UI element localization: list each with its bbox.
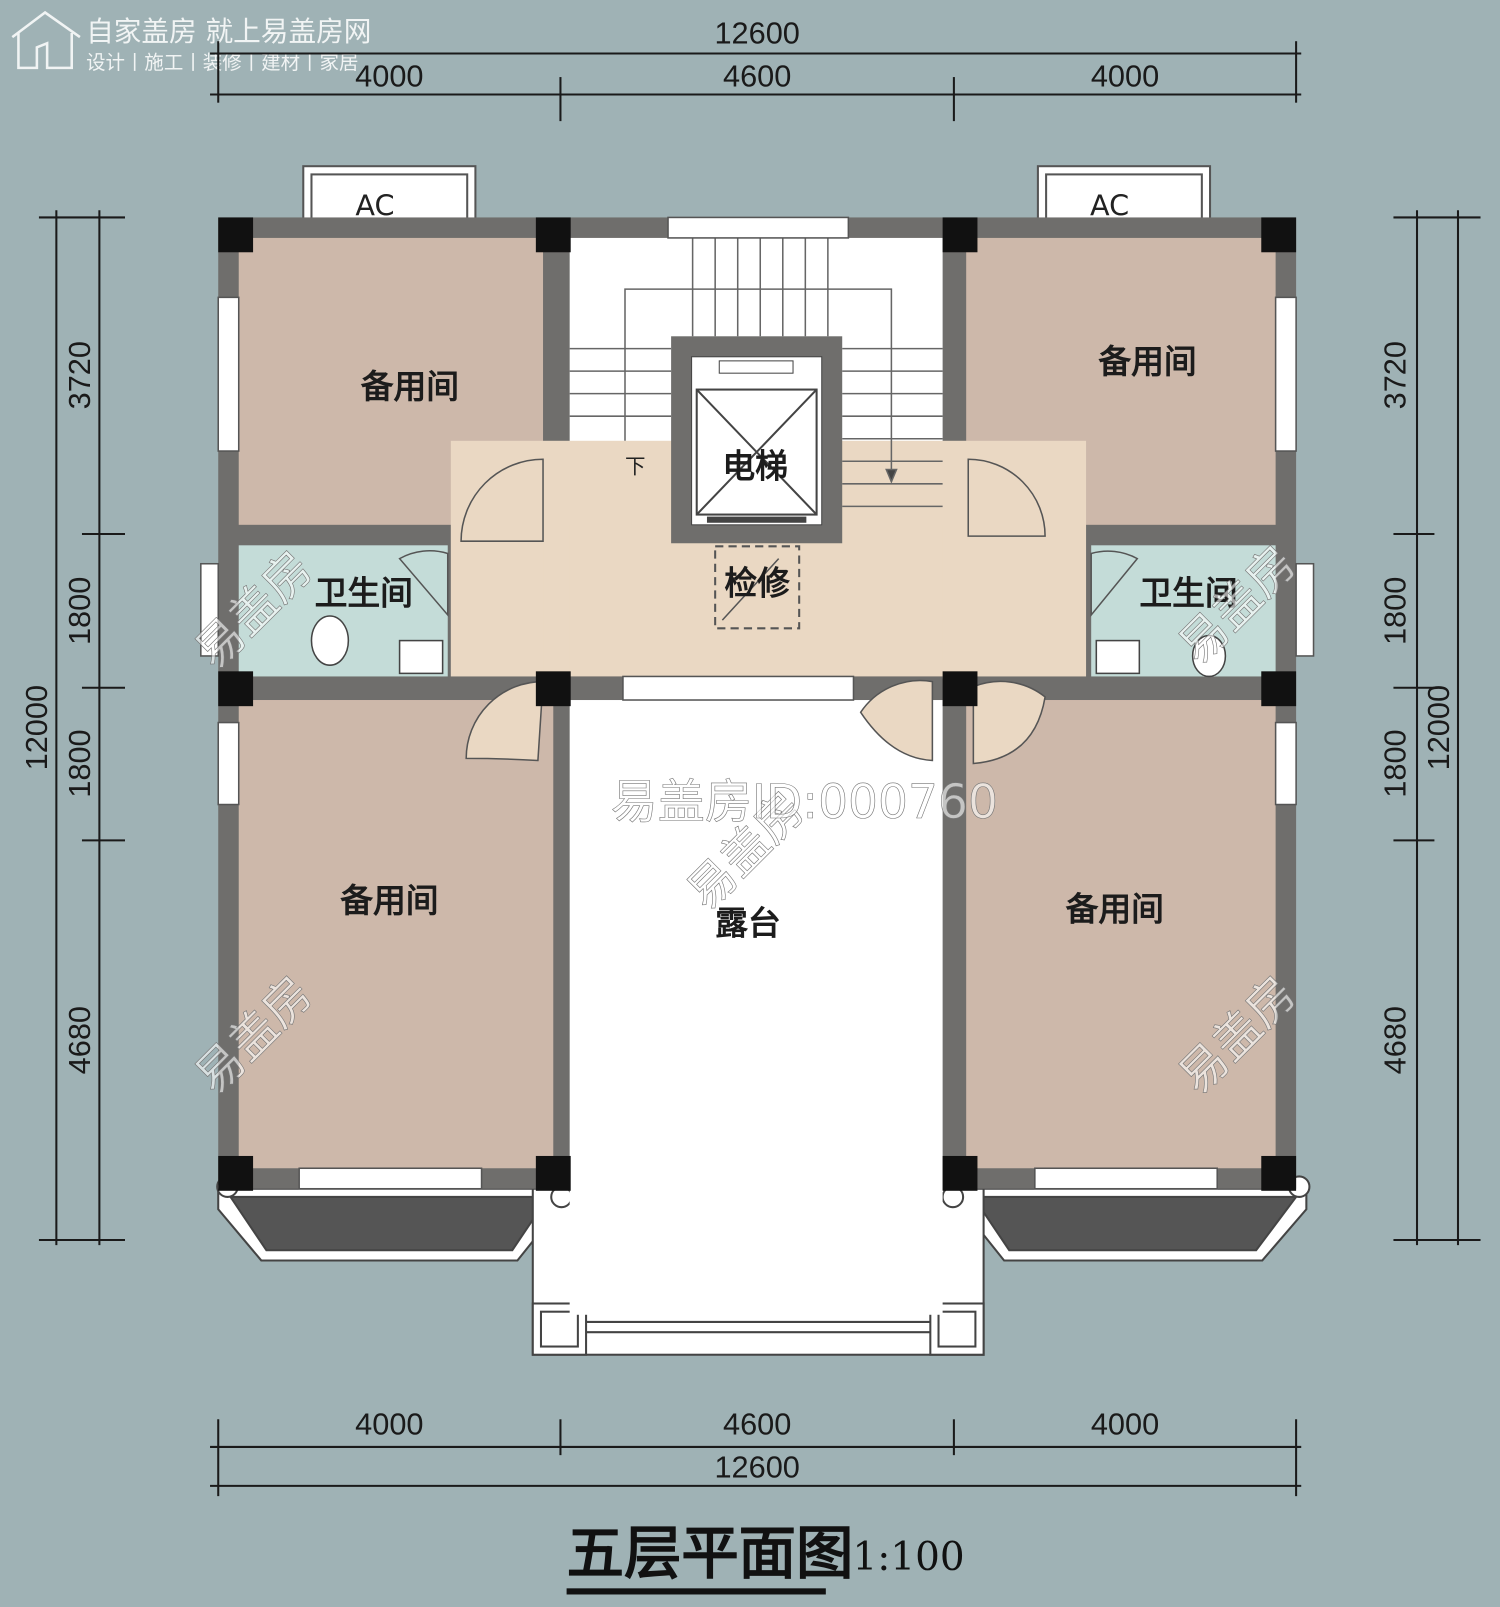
dim-left-1: 3720 (62, 341, 97, 409)
dim-left-4: 4680 (62, 1006, 97, 1074)
ac-label-right: AC (1090, 188, 1129, 222)
dimension-lines (38, 41, 1481, 1497)
stair-steps (569, 237, 943, 508)
elevator-label: 电梯 (722, 448, 788, 486)
dim-left-total: 12000 (19, 685, 54, 770)
room-bottom-left (238, 700, 554, 1169)
dim-bottom-3: 4000 (1091, 1407, 1159, 1442)
elevator-cross-icon (695, 388, 818, 516)
dim-top-total: 12600 (714, 15, 799, 50)
plan-title: 五层平面图 (567, 1519, 854, 1587)
dim-right-4: 4680 (1378, 1006, 1413, 1074)
dim-right-total: 12000 (1421, 685, 1456, 770)
title-underline (566, 1588, 826, 1595)
dim-right-1: 3720 (1378, 341, 1413, 409)
dim-left-3: 1800 (62, 729, 97, 797)
dim-right-3: 1800 (1378, 729, 1413, 797)
dim-bottom-total: 12600 (714, 1450, 799, 1485)
dim-bottom-1: 4000 (355, 1407, 423, 1442)
room-label-top-right: 备用间 (1097, 343, 1196, 381)
watermark-id: 易盖房ID:000760 (611, 775, 998, 830)
dim-top-3: 4000 (1091, 58, 1159, 93)
dim-left-2: 1800 (62, 577, 97, 645)
dim-top-1: 4000 (355, 58, 423, 93)
bath-label-left: 卫生间 (315, 575, 413, 613)
room-label-top-left: 备用间 (360, 368, 459, 406)
plan-scale: 1:100 (852, 1535, 964, 1580)
maintenance-hatch (714, 545, 801, 630)
dim-right-2: 1800 (1378, 577, 1413, 645)
ac-label-left: AC (355, 188, 394, 222)
bath-label-right: 卫生间 (1139, 575, 1237, 613)
dim-bottom-2: 4600 (723, 1407, 791, 1442)
terrace (569, 700, 943, 1315)
doors (398, 458, 1139, 765)
maintenance-label: 检修 (724, 564, 790, 602)
logo: 自家盖房 就上易盖房网 设计丨施工丨装修丨建材丨家居 (11, 10, 371, 74)
logo-services: 设计丨施工丨装修丨建材丨家居 (86, 51, 358, 74)
logo-slogan: 自家盖房 就上易盖房网 (86, 15, 371, 48)
dimension-labels: 12600 4000 4600 4000 4000 4600 4000 1260… (19, 15, 1456, 1484)
dim-top-2: 4600 (723, 58, 791, 93)
terrace-label: 露台 (715, 905, 781, 943)
room-bottom-right (966, 700, 1276, 1169)
room-label-bottom-left: 备用间 (339, 882, 438, 920)
house-logo-icon (11, 10, 81, 70)
bathroom-fixtures (310, 615, 1227, 678)
room-label-bottom-right: 备用间 (1065, 890, 1164, 928)
windows (200, 216, 1315, 1190)
columns (218, 217, 1297, 1191)
stair-down-label: 下 (625, 455, 646, 479)
